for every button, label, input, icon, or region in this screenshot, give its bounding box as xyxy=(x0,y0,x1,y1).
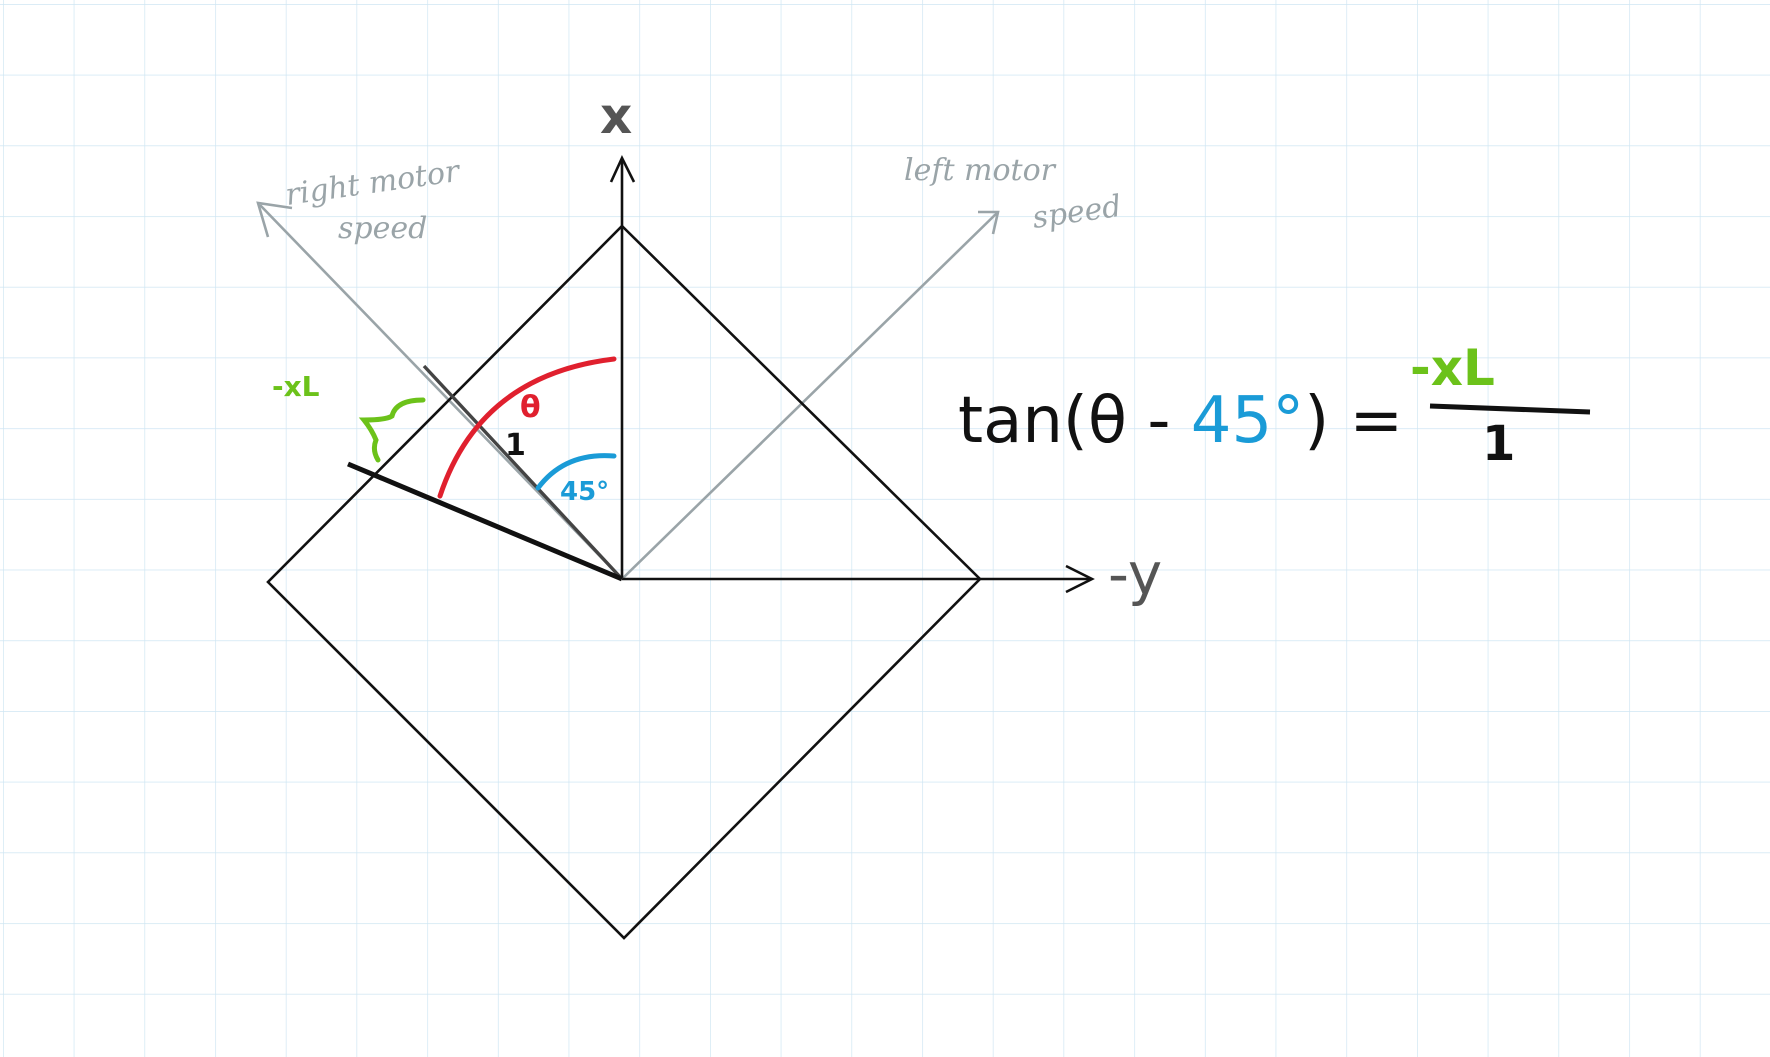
angle-45-label: 45° xyxy=(560,477,609,507)
right-motor-axis xyxy=(256,201,623,580)
neg-xl-label: -xL xyxy=(272,370,320,403)
theta-arc xyxy=(437,356,617,499)
angle-45-arc xyxy=(535,453,617,491)
neg-xl-brace xyxy=(358,397,426,463)
x-axis-label: x xyxy=(600,87,632,145)
equation-lhs-suffix: ) = xyxy=(1304,384,1403,458)
unit-length-label: 1 xyxy=(505,428,526,463)
theta-vector xyxy=(347,461,623,582)
theta-label: θ xyxy=(520,390,541,425)
equation-numerator: -xL xyxy=(1410,339,1495,397)
x-axis xyxy=(609,154,636,579)
left-motor-axis xyxy=(621,210,1000,580)
neg-y-axis-label: -y xyxy=(1108,540,1162,608)
right-motor-label-line2: speed xyxy=(338,211,427,246)
left-motor-label-line1: left motor xyxy=(904,153,1057,188)
equation-denominator: 1 xyxy=(1482,416,1515,472)
fraction-bar xyxy=(1429,403,1591,415)
tan-equation: tan(θ - 45°) = -xL 1 xyxy=(958,339,1591,472)
right-motor-axis-segment xyxy=(422,364,624,581)
equation-lhs: tan(θ - 45°) = xyxy=(958,384,1403,458)
neg-y-axis xyxy=(622,564,1095,594)
diamond-square xyxy=(266,224,982,940)
equation-lhs-prefix: tan(θ - xyxy=(958,384,1191,458)
equation-lhs-angle: 45° xyxy=(1191,384,1304,458)
